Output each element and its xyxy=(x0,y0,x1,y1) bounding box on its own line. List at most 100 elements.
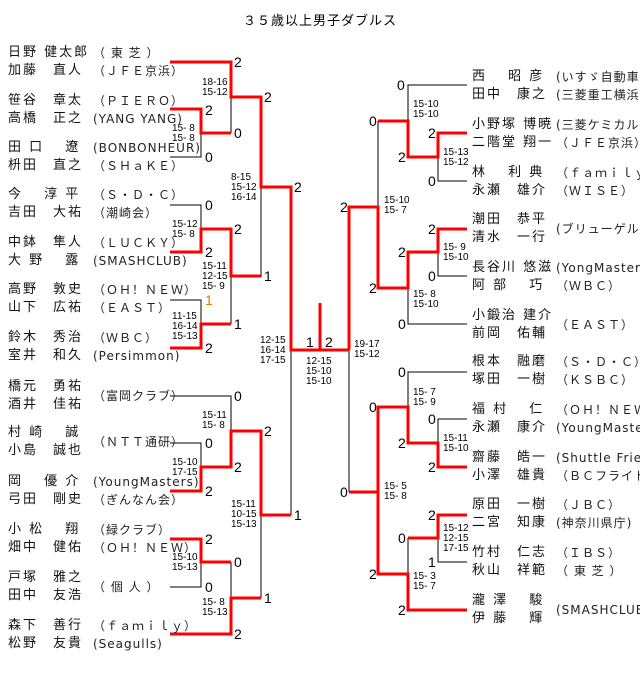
match-score: 1 xyxy=(264,590,272,606)
right-player-name: 福 村 仁 xyxy=(472,402,545,417)
left-player-name: 加藤 直人 xyxy=(8,63,84,78)
game-score: 15-10 xyxy=(443,443,469,454)
left-player-name: 田 口 遼 xyxy=(8,140,81,155)
match-score: 2 xyxy=(398,149,406,165)
game-score: 15- 8 xyxy=(172,123,195,134)
match-score: 2 xyxy=(205,244,213,260)
left-player-name: 岡 優 介 xyxy=(8,474,81,489)
match-score: 2 xyxy=(398,435,406,451)
right-pair-club: (ブリューゲル) xyxy=(556,222,640,236)
left-pair-club: （ＮＴＴ通研） xyxy=(93,435,185,449)
left-player-club: (Seagulls) xyxy=(93,637,163,651)
right-pair-club: (SMASHCLUB) xyxy=(556,603,640,617)
game-score: 15- 9 xyxy=(413,397,436,408)
bracket-title: ３５歳以上男子ダブルス xyxy=(242,14,397,29)
match-score: 2 xyxy=(398,244,406,260)
left-pair-club: （ 個 人 ） xyxy=(93,580,160,594)
left-player-club: （潮崎会） xyxy=(93,206,159,220)
left-player-club: （ＯＨ！ＮＥＷ） xyxy=(93,283,198,297)
match-score: 2 xyxy=(205,102,213,118)
match-score: 2 xyxy=(340,199,348,215)
right-player-name: 竹村 仁志 xyxy=(472,545,548,560)
left-player-name: 今 淳 平 xyxy=(8,187,81,202)
left-player-name: 山下 広祐 xyxy=(8,300,84,315)
game-score: 16-14 xyxy=(172,321,198,332)
right-player-club: （ＷＩＳＥ） xyxy=(556,184,635,198)
game-score: 15- 8 xyxy=(202,597,225,608)
left-player-club: （ＥＡＳＴ） xyxy=(93,301,172,315)
game-score: 15- 8 xyxy=(172,133,195,144)
match-score: 1 xyxy=(306,334,314,350)
left-player-name: 畑中 健佑 xyxy=(8,540,84,555)
right-player-club: (いすゞ自動車) xyxy=(556,70,640,84)
right-player-club: （ＩＢＳ） xyxy=(556,546,622,560)
game-score: 15-12 xyxy=(443,157,469,168)
match-score: 0 xyxy=(205,197,213,213)
left-player-club: （ＷＢＣ） xyxy=(93,331,159,345)
left-player-club: (Persimmon) xyxy=(93,349,181,363)
match-score: 0 xyxy=(340,484,348,500)
game-score: 15- 5 xyxy=(384,481,407,492)
game-score: 12-15 xyxy=(306,356,332,367)
right-player-name: 永瀬 康介 xyxy=(472,420,548,435)
left-pair-club: （富岡クラブ） xyxy=(93,389,185,403)
left-player-name: 吉田 大祐 xyxy=(8,205,84,220)
right-player-club: （Ｓ・Ｄ・Ｃ） xyxy=(556,355,640,369)
left-player-club: (YANG YANG) xyxy=(93,112,183,126)
game-score: 17-15 xyxy=(172,467,198,478)
right-player-name: 原田 一樹 xyxy=(472,497,548,512)
left-player-club: （ＯＨ！ＮＥＷ） xyxy=(93,541,198,555)
right-player-name: 伊 藤 輝 xyxy=(472,611,545,626)
match-score: 2 xyxy=(369,280,377,296)
match-score: 2 xyxy=(428,507,436,523)
right-player-club: (神奈川県庁) xyxy=(556,516,633,530)
match-score: 0 xyxy=(205,149,213,165)
game-score: 11-15 xyxy=(172,311,197,322)
match-score: 0 xyxy=(369,399,377,415)
left-player-club: （ＳＨａＫＥ） xyxy=(93,159,185,173)
right-player-name: 小澤 雄貴 xyxy=(472,468,548,483)
right-player-club: （ＢＣフライト） xyxy=(556,469,640,483)
left-player-name: 枡田 直之 xyxy=(8,158,84,173)
right-player-club: （ＷＢＣ） xyxy=(556,279,622,293)
left-player-name: 酒井 佳祐 xyxy=(8,397,84,412)
right-player-name: 秋山 祥範 xyxy=(472,563,548,578)
match-score: 2 xyxy=(234,626,242,642)
game-score: 12-15 xyxy=(443,533,469,544)
right-player-club: (三菱重工横浜) xyxy=(556,88,640,102)
right-player-name: 小鍛治 建介 xyxy=(472,308,554,323)
match-score: 2 xyxy=(369,566,377,582)
left-player-club: （ＪＦＥ京浜） xyxy=(93,64,185,78)
left-player-name: 橋元 勇祐 xyxy=(8,379,84,394)
left-player-name: 高野 敦史 xyxy=(8,282,84,297)
right-player-name: 清水 一行 xyxy=(472,230,548,245)
game-score: 15-12 xyxy=(172,219,198,230)
game-score: 15- 8 xyxy=(202,420,225,431)
left-player-name: 森下 善行 xyxy=(8,618,84,633)
right-player-club: （ＯＨ！ＮＥＷ） xyxy=(556,403,640,417)
game-score: 10-15 xyxy=(231,509,257,520)
game-score: 15-12 xyxy=(354,349,380,360)
match-score: 0 xyxy=(205,435,213,451)
right-player-club: (YoungMasters) xyxy=(556,421,640,435)
left-player-club: （Ｓ・Ｄ・Ｃ） xyxy=(93,188,185,202)
right-player-club: (Shuttle Friends) xyxy=(556,451,640,465)
right-player-club: （ＪＦＥ京浜） xyxy=(556,136,640,150)
right-player-name: 根本 融磨 xyxy=(472,354,548,369)
game-score: 15-13 xyxy=(172,562,198,573)
left-player-club: （ＰＩＥＲＯ） xyxy=(93,94,185,108)
game-score: 15-13 xyxy=(202,607,228,618)
left-player-club: （ 東 芝 ） xyxy=(93,46,160,60)
match-score: 0 xyxy=(428,268,436,284)
game-score: 15-11 xyxy=(202,261,227,272)
right-player-name: 田中 康之 xyxy=(472,87,548,102)
match-score: 0 xyxy=(428,411,436,427)
match-score: 2 xyxy=(234,221,242,237)
right-player-club: （ 東 芝 ） xyxy=(556,564,623,578)
right-player-name: 二宮 知康 xyxy=(472,515,548,530)
right-player-name: 永瀬 雄介 xyxy=(472,183,548,198)
game-score: 15- 9 xyxy=(202,281,225,292)
left-player-name: 戸塚 雅之 xyxy=(8,570,84,585)
right-player-club: (三菱ケミカル) xyxy=(556,118,640,132)
